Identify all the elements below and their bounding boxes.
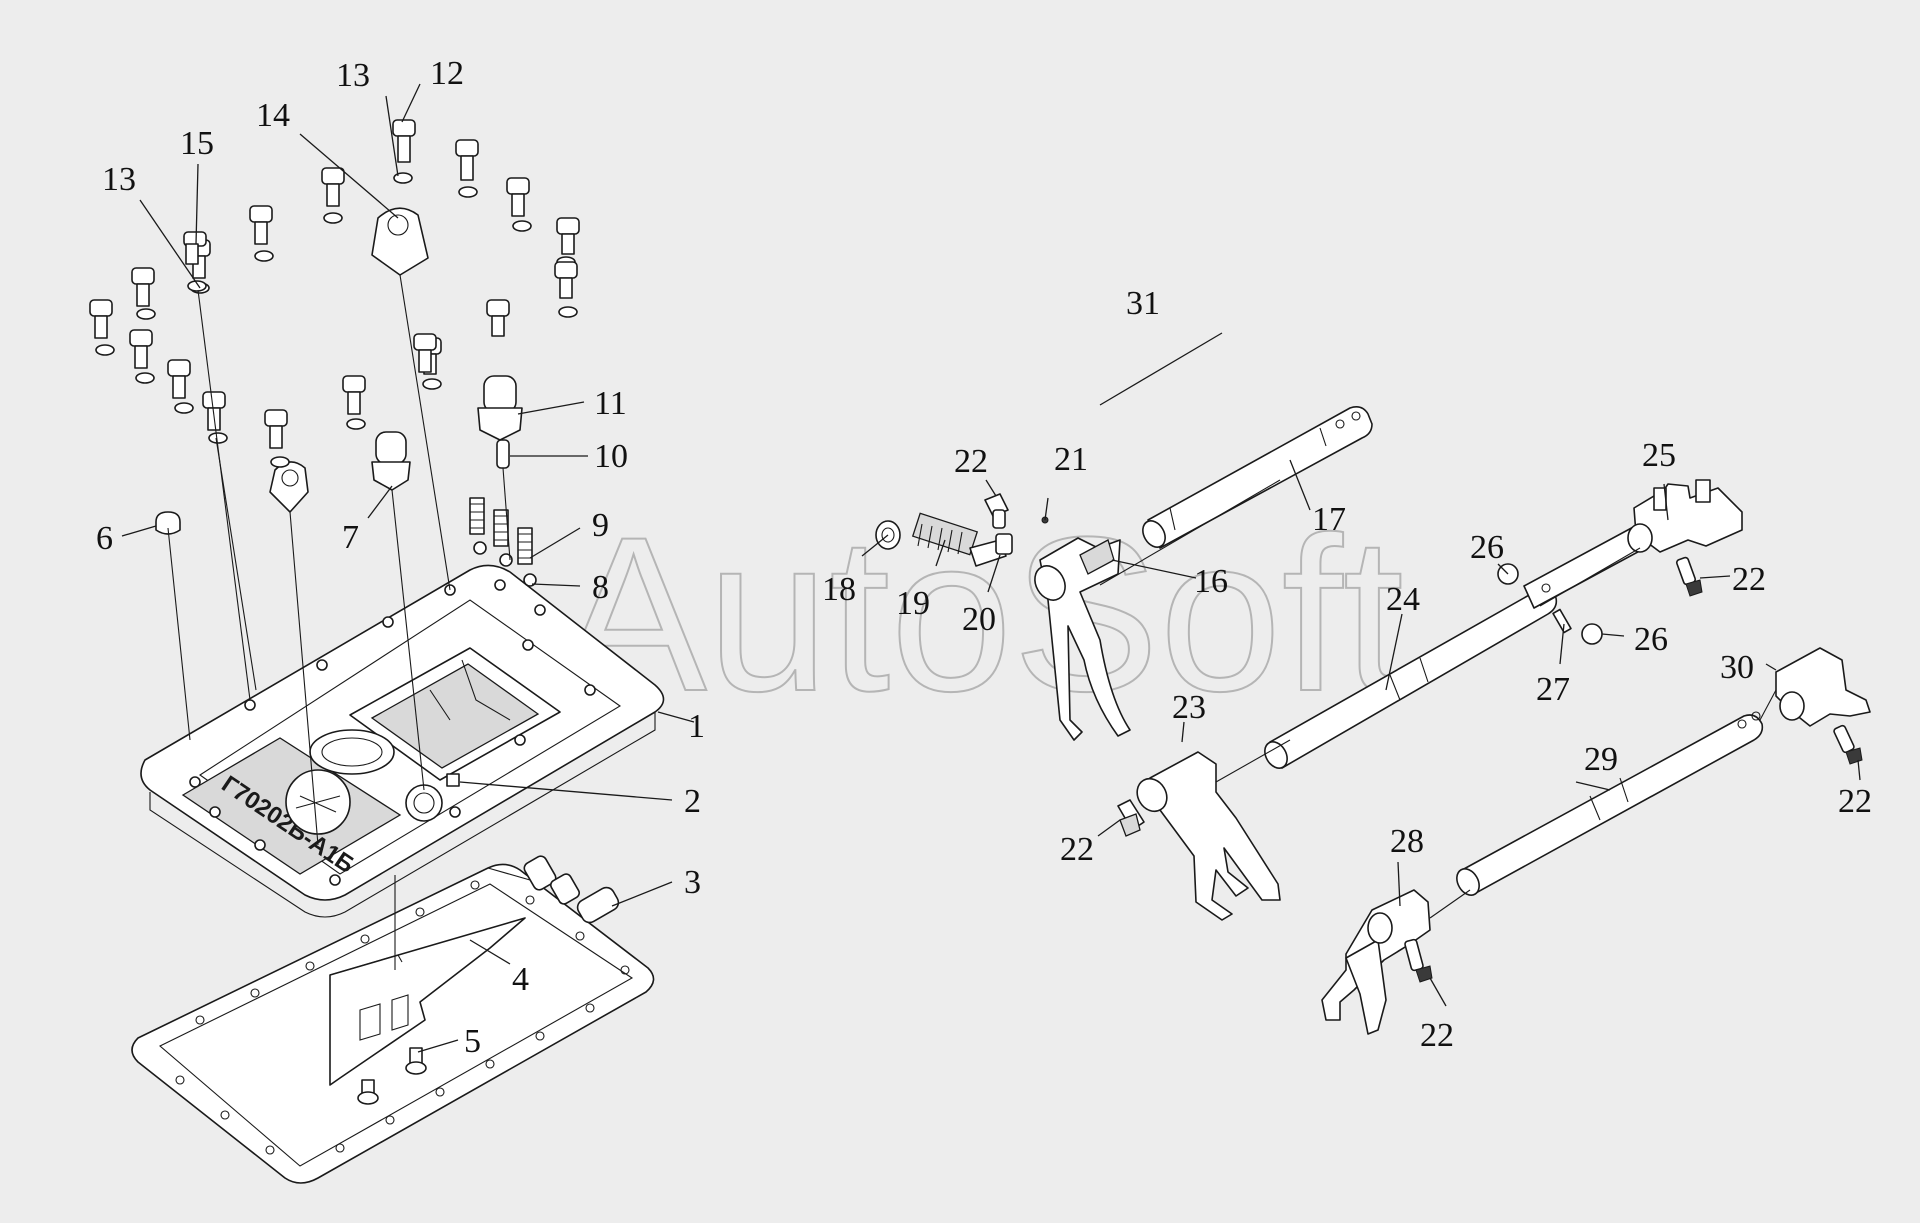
callout-20: 20 — [962, 601, 996, 638]
callout-5: 5 — [464, 1023, 481, 1060]
callout-22-c: 22 — [1838, 783, 1872, 820]
callout-12: 12 — [430, 55, 464, 92]
callout-24: 24 — [1386, 581, 1420, 618]
switch-7 — [371, 431, 411, 491]
switch-11 — [477, 375, 523, 441]
callout-25: 25 — [1642, 437, 1676, 474]
callout-8: 8 — [592, 569, 609, 606]
shift-rail-17 — [1142, 406, 1373, 549]
lifting-eye-left — [269, 461, 309, 513]
callout-23: 23 — [1172, 689, 1206, 726]
callouts: 1 2 3 4 5 6 7 8 9 10 11 12 13 13 14 15 1… — [96, 55, 1872, 1060]
shift-fork-23 — [1136, 751, 1281, 921]
callout-13-b: 13 — [102, 161, 136, 198]
callout-26-b: 26 — [1634, 621, 1668, 658]
callout-22-b: 22 — [1732, 561, 1766, 598]
shift-block-25 — [1627, 479, 1743, 553]
callout-3: 3 — [684, 864, 701, 901]
callout-22-d: 22 — [1420, 1017, 1454, 1054]
callout-26-a: 26 — [1470, 529, 1504, 566]
shift-fork-28 — [1321, 889, 1431, 1035]
spring-19 — [911, 512, 979, 556]
callout-22-e: 22 — [1060, 831, 1094, 868]
assembly-lines-right — [1099, 479, 1777, 919]
bolt-22-b — [1675, 556, 1703, 597]
callout-17: 17 — [1312, 501, 1346, 538]
callout-2: 2 — [684, 783, 701, 820]
shift-rail-29 — [1456, 711, 1764, 896]
detent-springs — [469, 497, 537, 587]
breather-assembly — [523, 855, 620, 924]
bolt-small — [357, 1047, 427, 1105]
callout-14: 14 — [256, 97, 290, 134]
callout-15: 15 — [180, 125, 214, 162]
shift-rail-24 — [1264, 588, 1558, 769]
plug-6 — [155, 511, 181, 535]
cover-bolts — [89, 119, 580, 468]
callout-21: 21 — [1054, 441, 1088, 478]
detent-parts — [875, 493, 1049, 567]
callout-7: 7 — [342, 519, 359, 556]
bolt-22-c — [1117, 799, 1145, 837]
callout-16: 16 — [1194, 563, 1228, 600]
pin-10 — [496, 439, 510, 469]
callout-31: 31 — [1126, 285, 1160, 322]
callout-leaders — [121, 83, 1861, 1053]
top-cover-plate: Г70202Б-А1Б — [140, 564, 665, 918]
callout-4: 4 — [512, 961, 529, 998]
lifting-eye-right — [371, 207, 429, 276]
callout-30: 30 — [1720, 649, 1754, 686]
callout-29: 29 — [1584, 741, 1618, 778]
callout-18: 18 — [822, 571, 856, 608]
bolt-22-e — [1404, 938, 1433, 983]
shift-block-30 — [1775, 647, 1871, 727]
assembly-lines-left — [167, 274, 531, 970]
bolt-22-a — [984, 493, 1009, 529]
callout-22-a: 22 — [954, 443, 988, 480]
callout-28: 28 — [1390, 823, 1424, 860]
callout-1: 1 — [688, 708, 705, 745]
bolt-22-d — [1833, 724, 1863, 765]
callout-27: 27 — [1536, 671, 1570, 708]
callout-6: 6 — [96, 520, 113, 557]
plug-small — [446, 773, 460, 787]
callout-9: 9 — [592, 507, 609, 544]
watermark: AutoSoft — [560, 491, 1404, 737]
callout-10: 10 — [594, 438, 628, 475]
callout-11: 11 — [594, 385, 627, 422]
callout-13-a: 13 — [336, 57, 370, 94]
baffle-plate — [329, 917, 526, 1086]
callout-19: 19 — [896, 585, 930, 622]
